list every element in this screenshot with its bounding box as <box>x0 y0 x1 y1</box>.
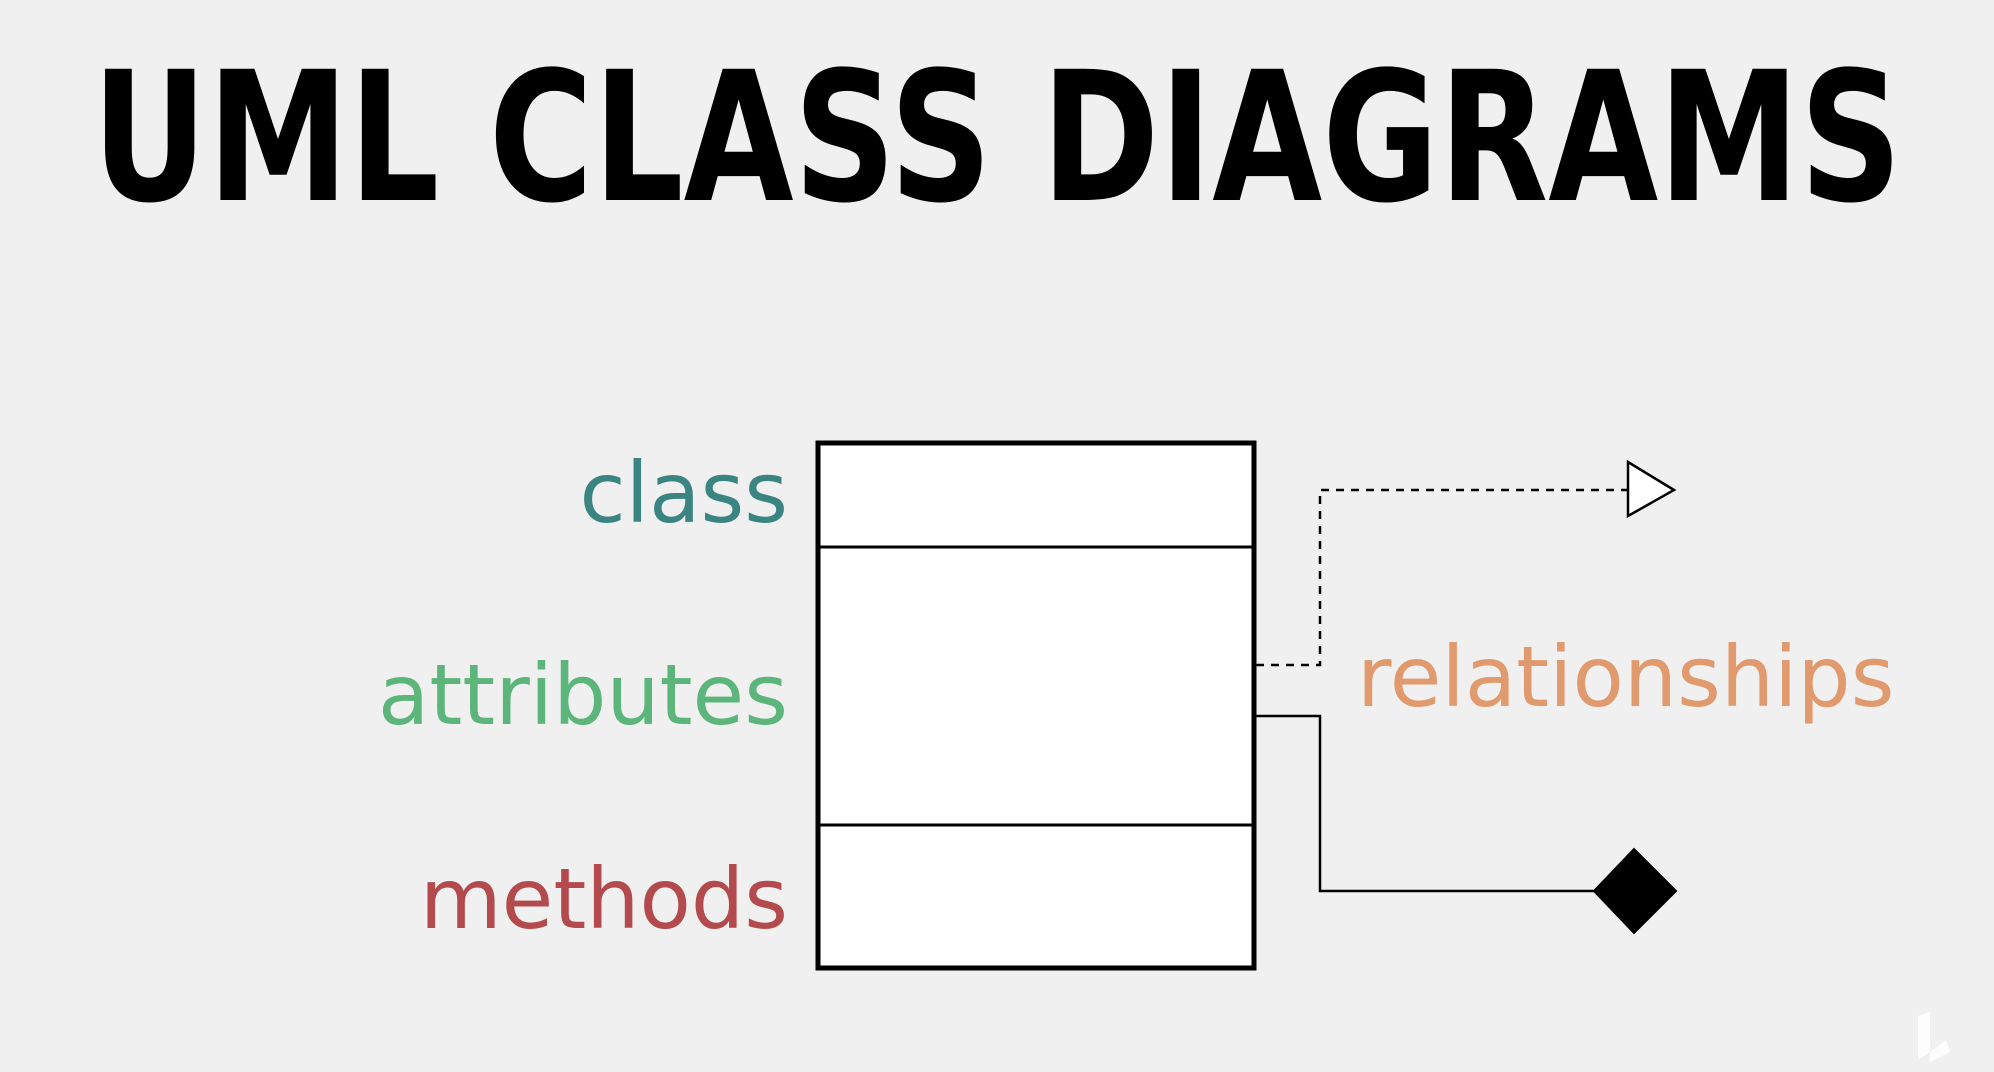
class-label: class <box>579 444 788 542</box>
attributes-label: attributes <box>378 646 788 744</box>
uml-class-box <box>815 440 1257 971</box>
methods-label: methods <box>420 850 788 948</box>
filled-diamond-icon <box>1592 847 1678 935</box>
composition-relationship <box>1256 714 1678 935</box>
solid-connector-line <box>1256 714 1594 893</box>
relationships-label: relationships <box>1357 628 1895 726</box>
dashed-connector-line <box>1256 488 1628 667</box>
hollow-triangle-icon <box>1626 459 1677 519</box>
attributes-compartment <box>818 547 1254 825</box>
page-title: UML CLASS DIAGRAMS <box>92 34 1902 243</box>
class-box-border <box>815 440 1257 971</box>
methods-compartment <box>818 825 1254 968</box>
class-compartment <box>818 443 1254 547</box>
brand-logo-icon <box>1918 1012 1950 1062</box>
realization-relationship <box>1256 459 1677 667</box>
